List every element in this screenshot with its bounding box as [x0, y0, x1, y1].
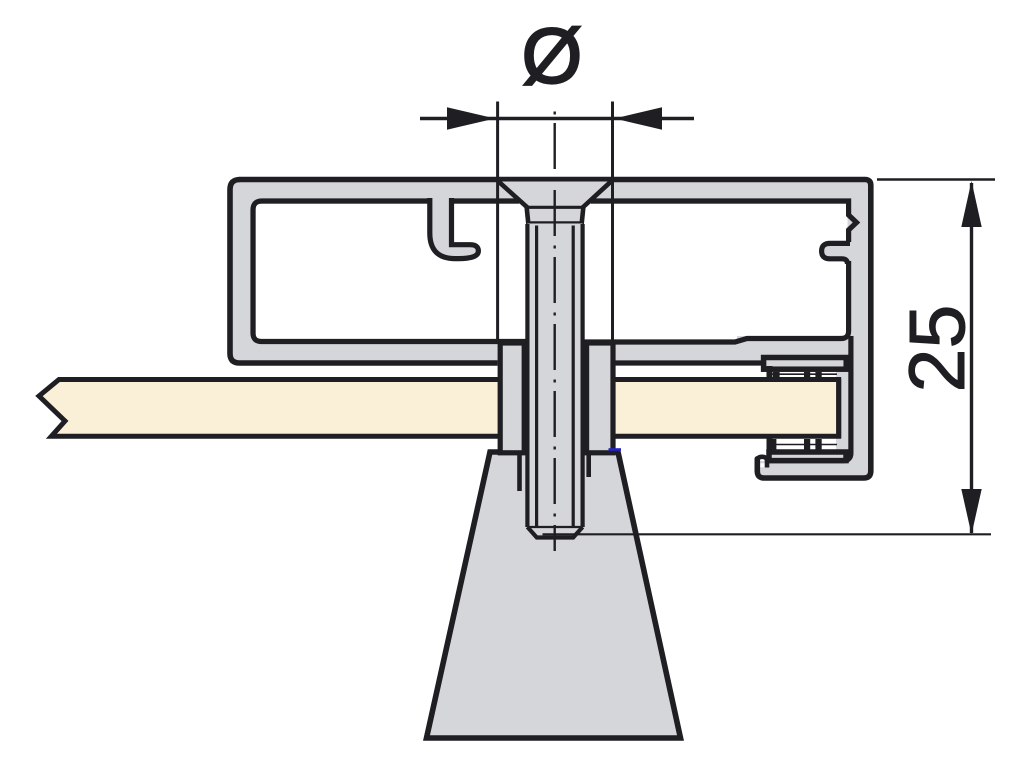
svg-text:25: 25	[892, 305, 981, 393]
svg-text:Ø: Ø	[522, 12, 583, 100]
